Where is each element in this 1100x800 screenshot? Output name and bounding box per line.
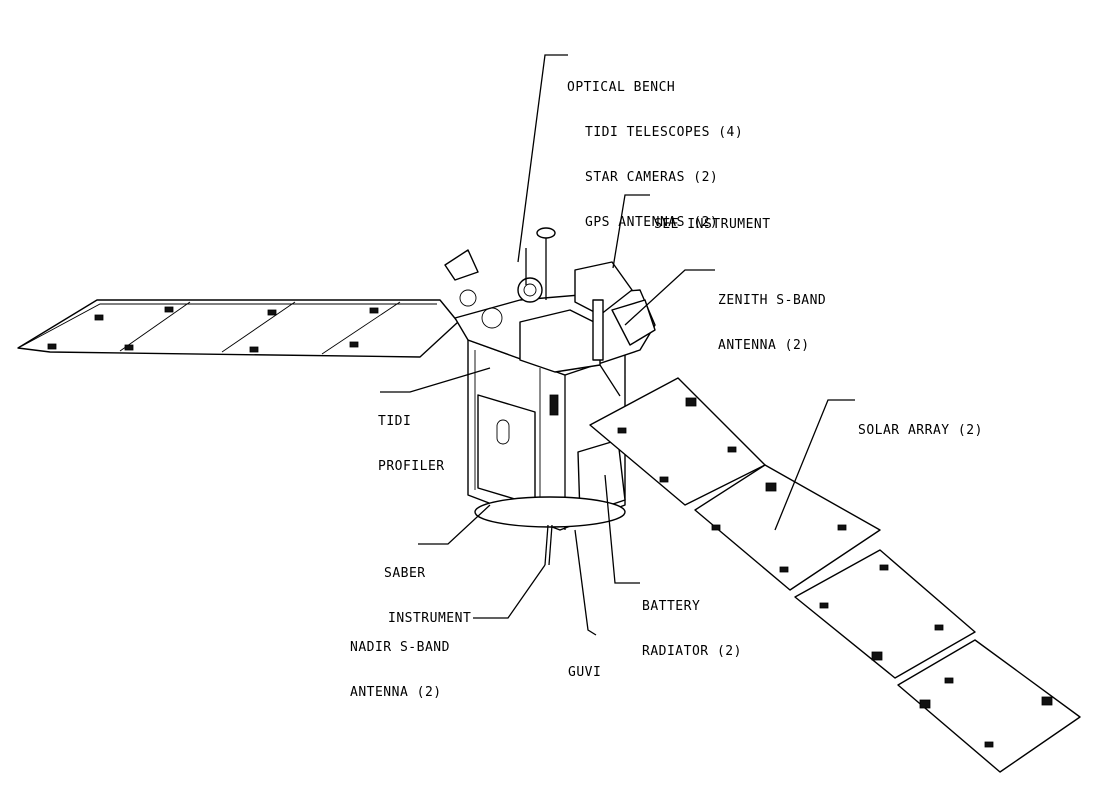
optical-bench-label: OPTICAL BENCH TIDI TELESCOPES (4) STAR C…	[567, 50, 743, 245]
guvi-text: GUVI	[568, 665, 602, 680]
nadir-antenna-label: NADIR S-BAND ANTENNA (2)	[350, 610, 450, 715]
star-cameras-label: STAR CAMERAS (2)	[585, 170, 719, 185]
tidi-profiler-label: TIDI PROFILER	[378, 384, 445, 489]
zenith-antenna-line2: ANTENNA (2)	[718, 338, 810, 353]
tidi-profiler-line2: PROFILER	[378, 459, 445, 474]
right-solar-array	[589, 364, 1081, 773]
leader-lines	[380, 54, 855, 636]
battery-radiator-label: BATTERY RADIATOR (2)	[642, 569, 742, 674]
guvi-label: GUVI	[568, 635, 601, 695]
spacecraft-bus	[467, 339, 626, 566]
battery-radiator-line1: BATTERY	[642, 599, 701, 614]
see-instrument-text: SEE INSTRUMENT	[654, 217, 771, 232]
saber-instrument-line2: INSTRUMENT	[388, 611, 472, 626]
nadir-antenna-line1: NADIR S-BAND	[350, 640, 450, 655]
zenith-antenna-label: ZENITH S-BAND ANTENNA (2)	[718, 263, 826, 368]
saber-instrument-line1: SABER	[384, 566, 426, 581]
tidi-profiler-line1: TIDI	[378, 414, 412, 429]
solar-array-text: SOLAR ARRAY (2)	[858, 423, 983, 438]
solar-array-label: SOLAR ARRAY (2)	[858, 393, 983, 453]
nadir-antenna-line2: ANTENNA (2)	[350, 685, 442, 700]
optical-bench	[444, 227, 656, 376]
tidi-telescopes-label: TIDI TELESCOPES (4)	[585, 125, 744, 140]
see-instrument-label: SEE INSTRUMENT	[654, 187, 771, 247]
battery-radiator-line2: RADIATOR (2)	[642, 644, 742, 659]
left-solar-array	[17, 299, 459, 358]
zenith-antenna-line1: ZENITH S-BAND	[718, 293, 827, 308]
optical-bench-title: OPTICAL BENCH	[567, 80, 676, 95]
gps-antennas-label: GPS ANTENNAS (2)	[585, 215, 719, 230]
saber-instrument-label: SABER INSTRUMENT	[384, 536, 471, 641]
